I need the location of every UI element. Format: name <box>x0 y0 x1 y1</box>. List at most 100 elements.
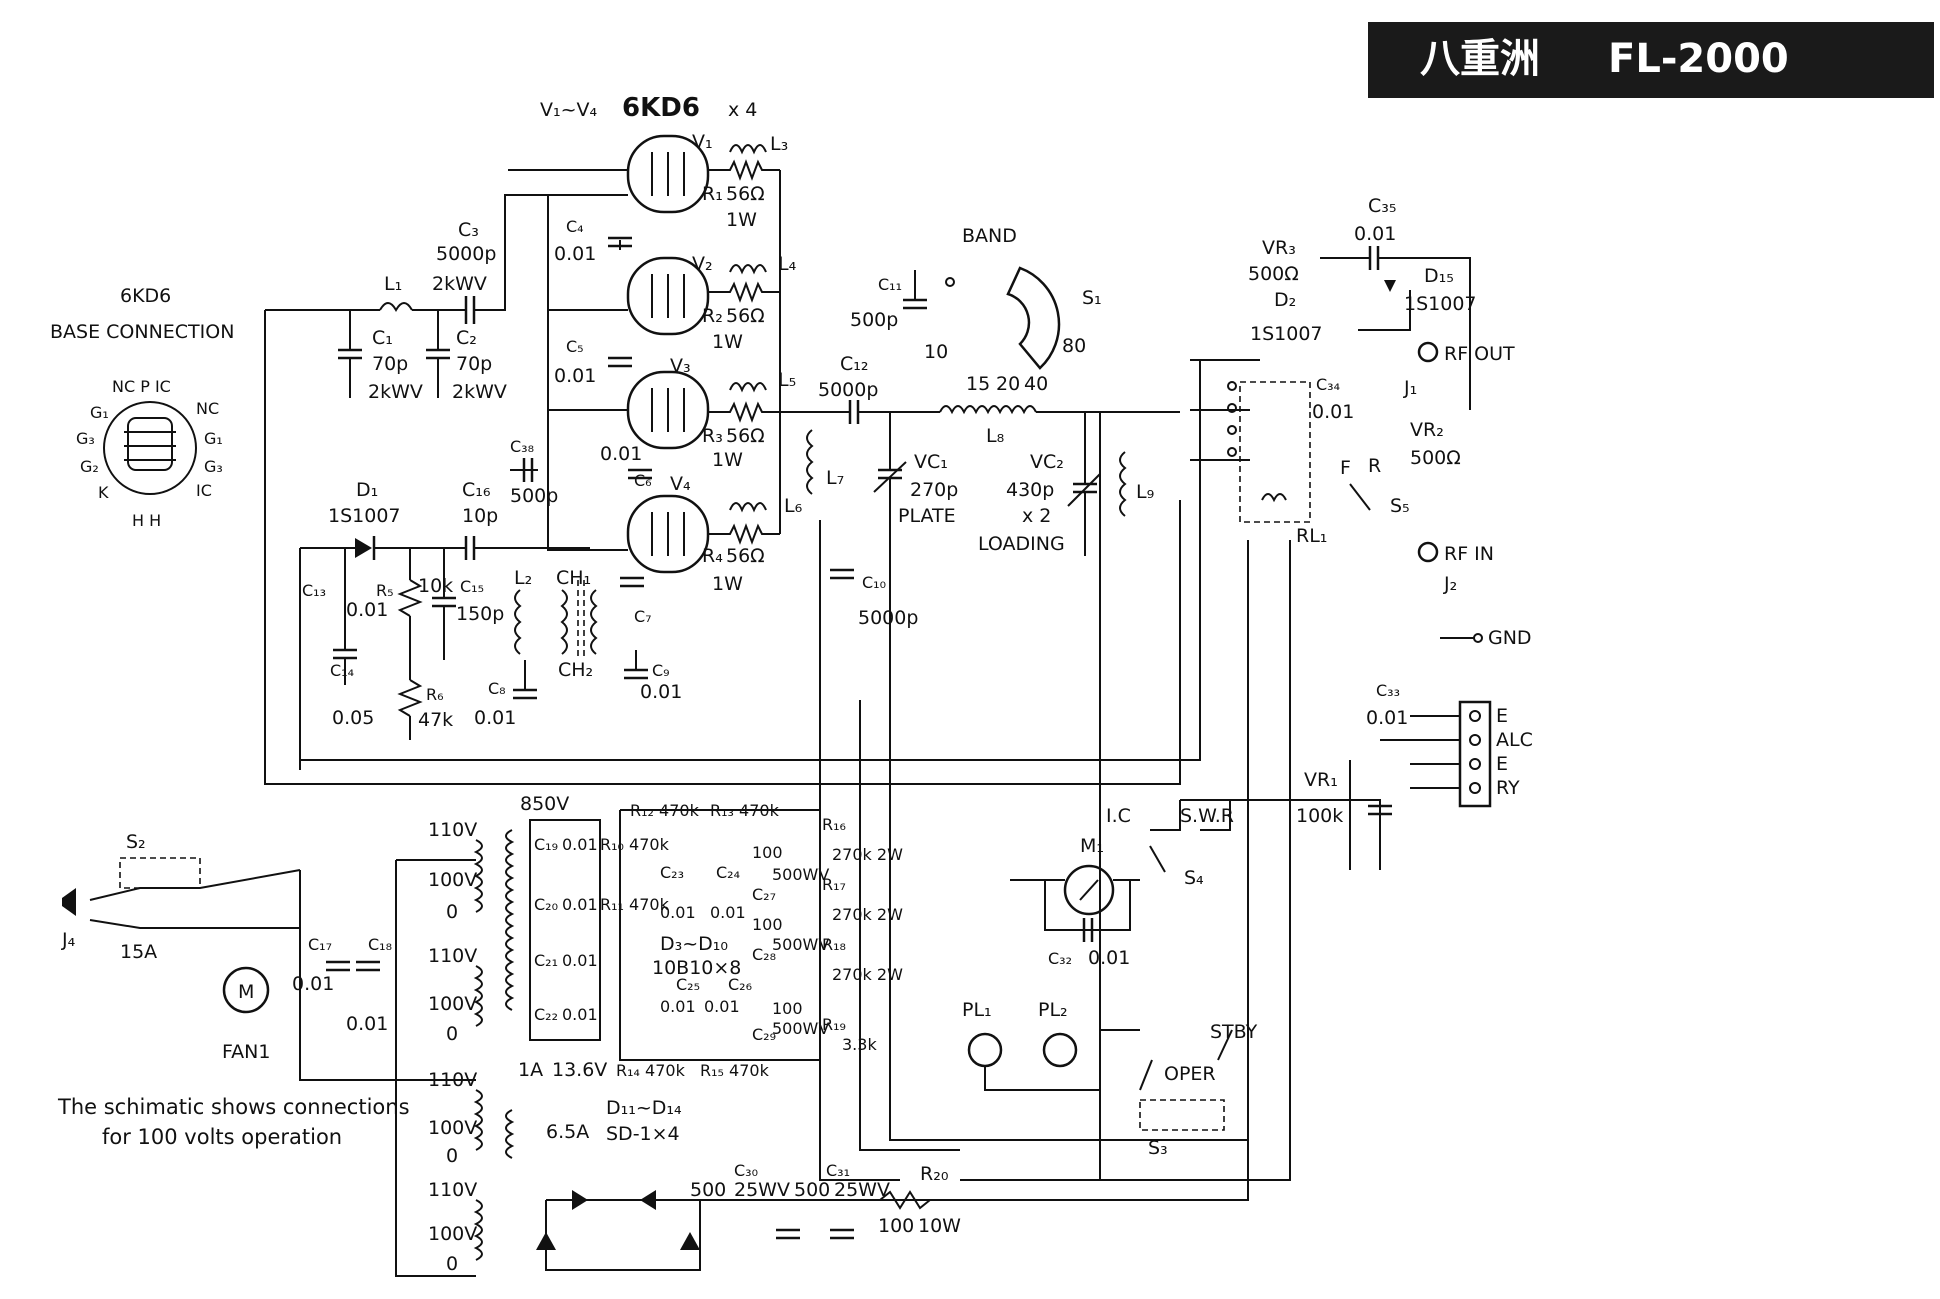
C34-label: C₃₄ <box>1316 375 1340 394</box>
hv-cap-c20-value: 0.01 <box>562 895 598 914</box>
R-label: R <box>1368 455 1381 477</box>
D2-type: 1S1007 <box>1250 323 1323 345</box>
C16-label: C₁₆ <box>462 479 491 501</box>
accessory-terminal-strip[interactable] <box>1458 700 1492 808</box>
C9-label: C₉ <box>652 661 670 680</box>
C28-value: 100 <box>752 915 783 934</box>
output-section: C₃₅ 0.01 VR₃ 500Ω D₂ D₁₅ 1S1007 1S1007 R… <box>1180 195 1533 870</box>
hv-cap-c20: C₂₀ <box>534 895 558 914</box>
base-pin-g3-right: G₃ <box>204 457 223 476</box>
band-pos-40: 40 <box>1024 373 1048 395</box>
base-bottom-hh: H H <box>132 511 161 530</box>
base-connection: 6KD6 BASE CONNECTION NC P IC G₁ G₃ G₂ K … <box>50 285 234 530</box>
R4-watt: 1W <box>712 573 743 595</box>
D1-label: D₁ <box>356 479 378 501</box>
R5-value: 10k <box>418 575 453 597</box>
C17-label: C₁₇ <box>308 935 332 954</box>
C6-label: C₆ <box>634 471 652 490</box>
meter-section: I.C S.W.R S₄ M₁ C₃₂ 0.01 <box>1010 805 1234 969</box>
C13-label: C₁₃ <box>302 581 326 600</box>
C30-rating: 25WV <box>734 1179 790 1201</box>
C34-value: 0.01 <box>1312 401 1354 423</box>
R6-value: 47k <box>418 709 453 731</box>
bias-diodes-type: SD-1×4 <box>606 1123 680 1145</box>
tube-v1: V₁ <box>626 131 713 214</box>
base-heading-1: 6KD6 <box>120 285 171 307</box>
L5-label: L₅ <box>778 369 796 391</box>
note-line-2: for 100 volts operation <box>102 1125 342 1149</box>
terminal-E1: E <box>1496 705 1508 727</box>
C4-value: 0.01 <box>554 243 596 265</box>
input-network: L₁ C₃ 5000p 2kWV C₁ 70p 2kWV C₂ 70p 2kWV… <box>265 194 1201 770</box>
R19-label: R₁₉ <box>822 1015 846 1034</box>
C18-label: C₁₈ <box>368 935 392 954</box>
R17-value: 270k 2W <box>832 905 903 924</box>
C15-label: C₁₅ <box>460 577 484 596</box>
R16-value: 270k 2W <box>832 845 903 864</box>
R20-watt: 10W <box>918 1215 961 1237</box>
note-line-1: The schimatic shows connections <box>57 1095 410 1119</box>
bridge-diodes-label: D₃~D₁₀ <box>660 933 728 955</box>
base-pin-nc: NC <box>196 399 219 418</box>
S3-switch-a[interactable] <box>1139 1059 1153 1091</box>
tank-circuit: C₁₂ 5000p L₆ L₇ C₁₀ 5000p C₁₁ 500p VC₁ 2… <box>784 225 1180 629</box>
C11-value: 500p <box>850 309 898 331</box>
L4-label: L₄ <box>778 253 797 275</box>
R1-value: 56Ω <box>726 183 765 205</box>
VR1-value: 100k <box>1296 805 1343 827</box>
C31-value: 500 <box>794 1179 830 1201</box>
tap-0-1: 0 <box>446 901 458 923</box>
tap-100v-3: 100V <box>428 1117 477 1139</box>
D15-type: 1S1007 <box>1404 293 1477 315</box>
VC2-value: 430p <box>1006 479 1054 501</box>
C12-value: 5000p <box>818 379 878 401</box>
L6-label: L₆ <box>784 495 802 517</box>
bias-current-label: 6.5A <box>546 1121 589 1143</box>
ac-plug-icon <box>62 888 76 916</box>
VC2-label: VC₂ <box>1030 451 1064 473</box>
C24-label: C₂₄ <box>716 863 740 882</box>
rf-out-jack[interactable] <box>1417 341 1439 363</box>
C2-rating: 2kWV <box>452 381 507 403</box>
title-block <box>1368 22 1934 98</box>
tap-0-3: 0 <box>446 1145 458 1167</box>
base-heading-2: BASE CONNECTION <box>50 321 234 343</box>
L1-label: L₁ <box>384 273 402 295</box>
base-pin-k: K <box>98 483 109 502</box>
tap-110v-2: 110V <box>428 945 477 967</box>
gnd-terminal[interactable] <box>1473 633 1483 643</box>
PL1-label: PL₁ <box>962 999 992 1021</box>
C1-value: 70p <box>372 353 408 375</box>
VC1-value: 270p <box>910 479 958 501</box>
C3-value: 5000p <box>436 243 496 265</box>
band-pos-20: 20 <box>996 373 1020 395</box>
rf-in-jack[interactable] <box>1417 541 1439 563</box>
C10-label: C₁₀ <box>862 573 886 592</box>
meter-ic-label: I.C <box>1106 805 1131 827</box>
C15-value: 150p <box>456 603 504 625</box>
VR3-label: VR₃ <box>1262 237 1296 259</box>
power-supply: S₂ J₄ 15A M FAN1 C₁₇ 0.01 C₁₈ 0.01 110V … <box>61 793 1258 1275</box>
R18-label: R₁₈ <box>822 935 846 954</box>
C2-value: 70p <box>456 353 492 375</box>
C33-label: C₃₃ <box>1376 681 1400 700</box>
tap-100v-1: 100V <box>428 869 477 891</box>
meter-M1 <box>1063 864 1115 916</box>
S5-switch[interactable] <box>1349 483 1371 511</box>
stby-label: STBY <box>1210 1021 1258 1043</box>
fan-motor-icon <box>222 966 270 1014</box>
C18-value: 0.01 <box>346 1013 388 1035</box>
S4-switch[interactable] <box>1149 845 1166 873</box>
L8-label: L₈ <box>986 425 1004 447</box>
tube-v4-name: V₄ <box>670 473 691 495</box>
C29-label: C₂₉ <box>752 1025 776 1044</box>
S3-switch-b[interactable] <box>1217 1029 1233 1061</box>
C27-label: C₂₇ <box>752 885 776 904</box>
R17-label: R₁₇ <box>822 875 846 894</box>
C28-rating: 500WV <box>772 935 829 954</box>
C29-rating: 500WV <box>772 1019 829 1038</box>
C12-label: C₁₂ <box>840 353 869 375</box>
C32-value: 0.01 <box>1088 947 1130 969</box>
C33-value: 0.01 <box>1366 707 1408 729</box>
